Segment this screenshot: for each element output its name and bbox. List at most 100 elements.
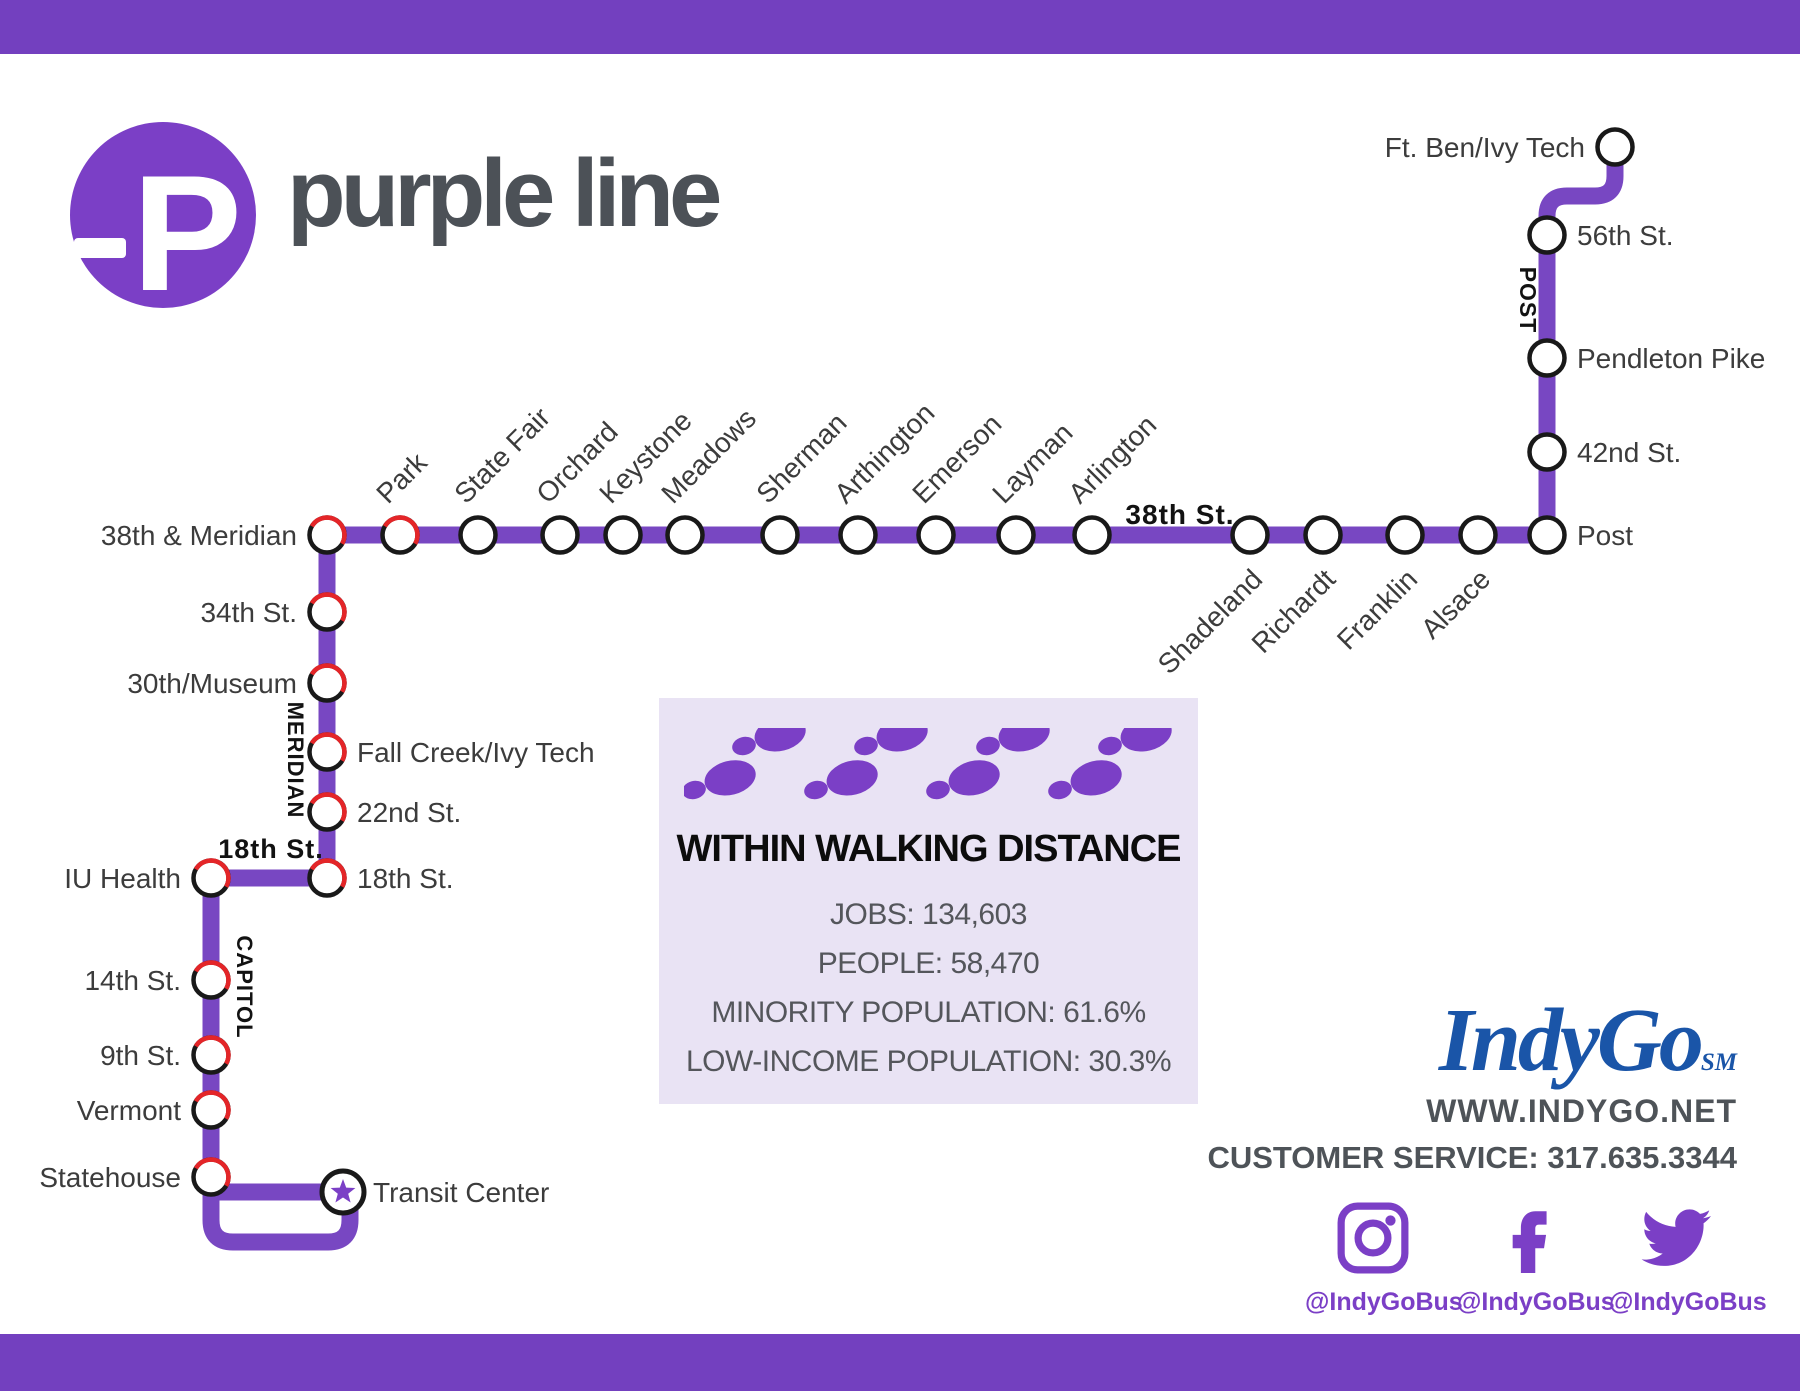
station-marker-red-arc <box>309 663 347 693</box>
station-marker-red-arc <box>309 792 347 822</box>
station-iu-health: IU Health <box>64 858 231 898</box>
station-marker-red-arc <box>193 858 231 888</box>
station-ft-ben-ivy-tech: Ft. Ben/Ivy Tech <box>1385 127 1635 167</box>
station-42nd-st-: 42nd St. <box>1527 432 1681 472</box>
station-label: Post <box>1577 520 1633 551</box>
station-label: Transit Center <box>373 1177 549 1208</box>
walking-distance-panel: WITHIN WALKING DISTANCE JOBS: 134,603 PE… <box>659 698 1198 1104</box>
station-marker <box>1527 432 1567 472</box>
station-statehouse: Statehouse <box>39 1157 231 1197</box>
street-label: MERIDIAN <box>283 702 308 819</box>
station-marker <box>1527 338 1567 378</box>
station-marker <box>1527 215 1567 255</box>
facebook-icon[interactable] <box>1457 1200 1593 1276</box>
station-56th-st-: 56th St. <box>1527 215 1674 255</box>
indygo-logo-text: IndyGo <box>1438 991 1704 1090</box>
station-label: Arlington <box>1062 409 1162 509</box>
station-marker <box>760 515 800 555</box>
walking-distance-title: WITHIN WALKING DISTANCE <box>676 828 1181 870</box>
logo-letter: P <box>132 141 242 308</box>
social-twitter[interactable]: @IndyGoBus <box>1609 1200 1767 1317</box>
station-vermont: Vermont <box>77 1090 231 1130</box>
station-label: 14th St. <box>84 965 181 996</box>
station-label: 22nd St. <box>357 797 461 828</box>
street-label: 38th St. <box>1125 499 1234 530</box>
station-pendleton-pike: Pendleton Pike <box>1527 338 1765 378</box>
station-9th-st-: 9th St. <box>100 1035 231 1075</box>
purple-line-p-icon: P <box>70 122 256 308</box>
station-marker <box>1458 515 1498 555</box>
station-14th-st-: 14th St. <box>84 960 231 1000</box>
station-label: Shadeland <box>1152 563 1269 680</box>
indygo-sm-mark: SM <box>1700 1049 1737 1076</box>
star-icon <box>330 1179 356 1203</box>
station-transit-center: Transit Center <box>319 1168 549 1216</box>
twitter-handle[interactable]: @IndyGoBus <box>1609 1288 1767 1316</box>
website-link[interactable]: WWW.INDYGO.NET <box>1426 1093 1737 1129</box>
customer-service-text: CUSTOMER SERVICE: 317.635.3344 <box>1207 1140 1737 1175</box>
route-line-main <box>202 147 1624 1251</box>
station-22nd-st-: 22nd St. <box>307 792 461 832</box>
station-marker-red-arc <box>193 1157 231 1187</box>
station-marker-red-arc <box>193 1035 231 1065</box>
station-marker <box>996 515 1036 555</box>
station-marker <box>1303 515 1343 555</box>
station-label: 9th St. <box>100 1040 181 1071</box>
stat-people: PEOPLE: 58,470 <box>817 947 1040 980</box>
top-accent-bar <box>0 0 1800 54</box>
instagram-icon[interactable] <box>1305 1200 1441 1276</box>
station-label: 56th St. <box>1577 220 1674 251</box>
stat-minority: MINORITY POPULATION: 61.6% <box>711 996 1146 1029</box>
station-marker <box>916 515 956 555</box>
station-label: IU Health <box>64 863 181 894</box>
station-label: 38th & Meridian <box>101 520 297 551</box>
station-post: Post <box>1527 515 1633 555</box>
social-links: @IndyGoBus @IndyGoBus @IndyGoBus <box>1305 1200 1767 1317</box>
station-34th-st-: 34th St. <box>200 592 347 632</box>
station-label: Park <box>370 446 433 509</box>
station-label: Pendleton Pike <box>1577 343 1765 374</box>
station-marker-red-arc <box>309 592 347 622</box>
street-label: 18th St. <box>218 834 324 864</box>
station-marker <box>1527 515 1567 555</box>
station-label: Statehouse <box>39 1162 181 1193</box>
twitter-icon[interactable] <box>1609 1200 1745 1276</box>
station-label: Vermont <box>77 1095 181 1126</box>
station-marker-red-arc <box>309 732 347 762</box>
station-marker-red-arc <box>382 515 420 545</box>
station-marker <box>1072 515 1112 555</box>
station-marker <box>458 515 498 555</box>
station-marker <box>1230 515 1270 555</box>
station-fall-creek-ivy-tech: Fall Creek/Ivy Tech <box>307 732 595 772</box>
walking-distance-stats: JOBS: 134,603 PEOPLE: 58,470 MINORITY PO… <box>659 890 1198 1086</box>
station-38th-meridian: 38th & Meridian <box>101 515 347 555</box>
station-marker-red-arc <box>309 515 347 545</box>
social-facebook[interactable]: @IndyGoBus <box>1457 1200 1615 1317</box>
station-marker-red-arc <box>193 960 231 990</box>
logo-circle <box>70 122 256 308</box>
station-marker-red-arc <box>309 858 347 888</box>
station-label: Ft. Ben/Ivy Tech <box>1385 132 1585 163</box>
station-marker <box>665 515 705 555</box>
station-label: 18th St. <box>357 863 454 894</box>
station-label: Franklin <box>1331 563 1423 655</box>
page-title: purple line <box>287 140 722 247</box>
station-label: 42nd St. <box>1577 437 1681 468</box>
instagram-handle[interactable]: @IndyGoBus <box>1305 1288 1463 1316</box>
footprints-icon <box>684 728 1172 800</box>
station-30th-museum: 30th/Museum <box>127 663 347 703</box>
station-label: 34th St. <box>200 597 297 628</box>
bottom-accent-bar <box>0 1334 1800 1391</box>
station-label: Alsace <box>1415 563 1496 644</box>
logo-dash <box>74 238 126 258</box>
station-marker <box>838 515 878 555</box>
indygo-logo: IndyGoSM <box>1200 996 1737 1086</box>
station-marker-red-arc <box>193 1090 231 1120</box>
street-label: CAPITOL <box>232 935 257 1038</box>
station-marker <box>603 515 643 555</box>
facebook-handle[interactable]: @IndyGoBus <box>1457 1288 1615 1316</box>
social-instagram[interactable]: @IndyGoBus <box>1305 1200 1463 1317</box>
station-label: Fall Creek/Ivy Tech <box>357 737 595 768</box>
